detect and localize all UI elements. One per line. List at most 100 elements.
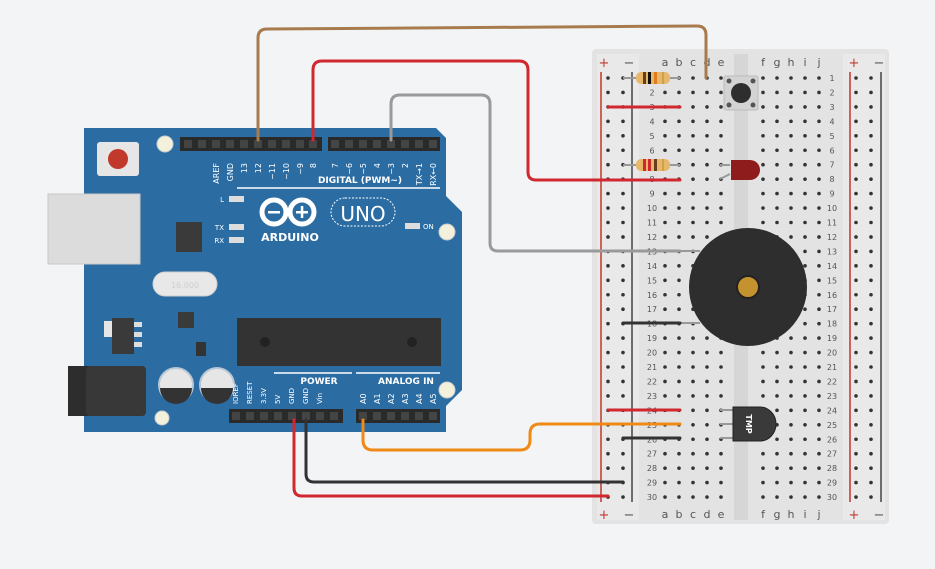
breadboard-hole[interactable]	[663, 466, 667, 470]
header-pin[interactable]	[359, 140, 367, 148]
rail-hole[interactable]	[854, 480, 858, 485]
header-pin[interactable]	[345, 140, 353, 148]
breadboard-hole[interactable]	[789, 191, 793, 196]
breadboard-hole[interactable]	[677, 307, 681, 312]
rail-hole[interactable]	[869, 264, 873, 268]
rail-hole[interactable]	[621, 134, 625, 138]
breadboard-hole[interactable]	[817, 249, 821, 254]
breadboard-hole[interactable]	[775, 90, 779, 95]
breadboard-hole[interactable]	[663, 394, 667, 398]
breadboard-hole[interactable]	[817, 177, 821, 181]
rail-hole[interactable]	[621, 119, 625, 124]
breadboard-hole[interactable]	[663, 278, 667, 283]
breadboard-hole[interactable]	[775, 350, 779, 355]
header-pin[interactable]	[260, 412, 268, 420]
breadboard-hole[interactable]	[761, 76, 765, 80]
rail-hole[interactable]	[606, 90, 610, 95]
header-pin[interactable]	[198, 140, 206, 148]
header-pin[interactable]	[415, 140, 423, 148]
breadboard-hole[interactable]	[789, 119, 793, 124]
breadboard-hole[interactable]	[761, 466, 765, 470]
breadboard-hole[interactable]	[705, 495, 709, 499]
rail-hole[interactable]	[869, 292, 873, 297]
breadboard-hole[interactable]	[719, 105, 723, 109]
breadboard-hole[interactable]	[719, 191, 723, 196]
breadboard-hole[interactable]	[761, 480, 765, 485]
breadboard-hole[interactable]	[803, 437, 807, 442]
piezo-buzzer[interactable]	[680, 228, 807, 346]
header-pin[interactable]	[429, 412, 437, 420]
breadboard-hole[interactable]	[663, 191, 667, 196]
breadboard-hole[interactable]	[789, 495, 793, 499]
breadboard-hole[interactable]	[775, 177, 779, 181]
header-pin[interactable]	[316, 412, 324, 420]
breadboard-hole[interactable]	[719, 495, 723, 499]
rail-hole[interactable]	[621, 451, 625, 456]
header-pin[interactable]	[296, 140, 304, 148]
breadboard-hole[interactable]	[761, 162, 765, 167]
breadboard-hole[interactable]	[705, 394, 709, 398]
rail-hole[interactable]	[621, 235, 625, 239]
breadboard-hole[interactable]	[691, 408, 695, 413]
breadboard-hole[interactable]	[677, 451, 681, 456]
breadboard-hole[interactable]	[775, 134, 779, 138]
breadboard-hole[interactable]	[803, 495, 807, 499]
breadboard-hole[interactable]	[719, 119, 723, 124]
breadboard-hole[interactable]	[789, 379, 793, 384]
breadboard-hole[interactable]	[803, 408, 807, 413]
rail-hole[interactable]	[854, 220, 858, 225]
arduino-uno[interactable]: 16.000 L TX RX ON	[47, 128, 462, 432]
breadboard-hole[interactable]	[705, 105, 709, 109]
rail-hole[interactable]	[854, 451, 858, 456]
rail-hole[interactable]	[869, 148, 873, 153]
rail-hole[interactable]	[606, 148, 610, 153]
breadboard-hole[interactable]	[775, 220, 779, 225]
breadboard-hole[interactable]	[761, 105, 765, 109]
breadboard-hole[interactable]	[677, 220, 681, 225]
breadboard-hole[interactable]	[691, 451, 695, 456]
rail-hole[interactable]	[869, 365, 873, 369]
breadboard-hole[interactable]	[663, 336, 667, 340]
breadboard-hole[interactable]	[775, 76, 779, 80]
breadboard-hole[interactable]	[719, 480, 723, 485]
breadboard-hole[interactable]	[691, 365, 695, 369]
wire-orange-tmp[interactable]	[361, 418, 682, 452]
breadboard-hole[interactable]	[705, 220, 709, 225]
rail-hole[interactable]	[854, 307, 858, 312]
rail-hole[interactable]	[854, 249, 858, 254]
rail-hole[interactable]	[869, 394, 873, 398]
breadboard-hole[interactable]	[789, 408, 793, 413]
breadboard-hole[interactable]	[705, 162, 709, 167]
breadboard-hole[interactable]	[803, 307, 807, 312]
breadboard-hole[interactable]	[775, 480, 779, 485]
header-pin[interactable]	[254, 140, 262, 148]
rail-hole[interactable]	[621, 365, 625, 369]
rail-hole[interactable]	[606, 278, 610, 283]
breadboard-hole[interactable]	[677, 379, 681, 384]
breadboard-hole[interactable]	[817, 495, 821, 499]
rail-hole[interactable]	[854, 321, 858, 326]
rail-hole[interactable]	[854, 235, 858, 239]
header-pin[interactable]	[274, 412, 282, 420]
breadboard-hole[interactable]	[775, 162, 779, 167]
header-pin[interactable]	[184, 140, 192, 148]
breadboard-hole[interactable]	[719, 379, 723, 384]
breadboard-hole[interactable]	[789, 148, 793, 153]
breadboard-hole[interactable]	[663, 379, 667, 384]
breadboard-hole[interactable]	[817, 466, 821, 470]
breadboard-hole[interactable]	[775, 379, 779, 384]
rail-hole[interactable]	[621, 148, 625, 153]
breadboard-hole[interactable]	[691, 495, 695, 499]
breadboard-hole[interactable]	[761, 365, 765, 369]
wire-black-gnd[interactable]	[304, 418, 625, 484]
breadboard-hole[interactable]	[761, 451, 765, 456]
breadboard-hole[interactable]	[803, 206, 807, 210]
breadboard-hole[interactable]	[677, 191, 681, 196]
rail-hole[interactable]	[869, 235, 873, 239]
breadboard-hole[interactable]	[817, 119, 821, 124]
rail-hole[interactable]	[854, 177, 858, 181]
rail-hole[interactable]	[854, 191, 858, 196]
breadboard-hole[interactable]	[719, 76, 723, 80]
header-pin[interactable]	[226, 140, 234, 148]
